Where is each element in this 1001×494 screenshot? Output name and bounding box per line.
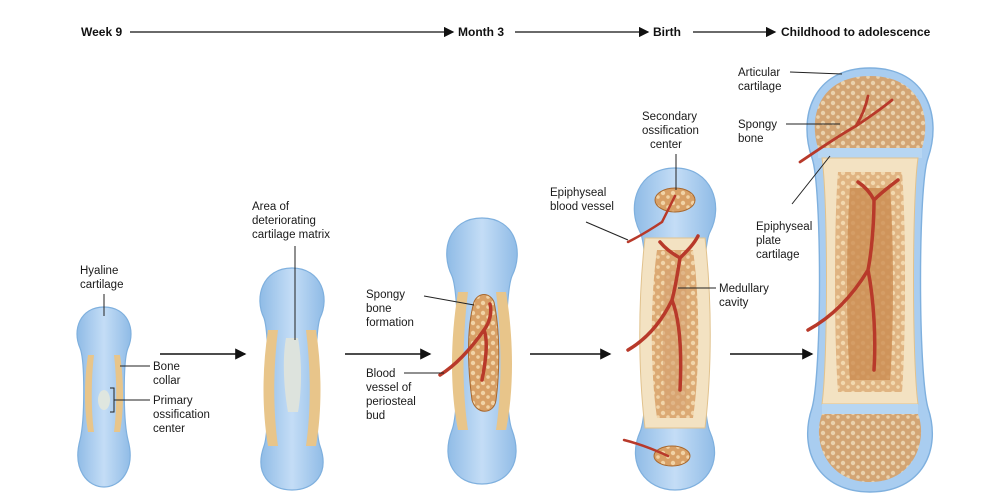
bone-collar-left: [85, 355, 94, 432]
bone-stage-1: [76, 306, 132, 488]
leader-primary-center: [110, 387, 150, 413]
bone-stage-5: [798, 67, 934, 493]
bone-stage-4: [622, 167, 717, 491]
timeline-week9: Week 9: [81, 25, 122, 39]
nutrient-vessel-5: [806, 178, 900, 372]
timeline: Week 9 Month 3 Birth Childhood to adoles…: [81, 25, 931, 39]
leader-lines: [103, 71, 843, 413]
bone-collar-2-right: [306, 330, 321, 446]
label-epiphyseal-plate-cartilage: Epiphyseal plate cartilage: [756, 221, 815, 261]
secondary-ossification-center: [654, 187, 696, 213]
deteriorating-matrix-area: [283, 338, 301, 412]
primary-ossification-center: [98, 390, 110, 410]
label-epiphyseal-blood-vessel: Epiphyseal blood vessel: [550, 187, 614, 213]
label-spongy-bone: Spongy bone: [738, 119, 780, 145]
label-hyaline-cartilage: Hyaline cartilage: [80, 265, 123, 291]
leader-spongy-formation: [423, 295, 475, 306]
bone-collar-right: [114, 355, 123, 432]
leader-epiphyseal-plate: [791, 155, 831, 205]
label-primary-ossification-center: Primary ossification center: [153, 395, 213, 435]
label-periosteal-bud-vessel: Blood vessel of periosteal bud: [366, 368, 419, 422]
bone-collar-3-right: [496, 292, 512, 430]
label-medullary-cavity: Medullary cavity: [719, 283, 772, 309]
epiphyseal-vessel-lower: [622, 438, 670, 458]
leader-articular: [789, 71, 843, 75]
periosteal-bud-vessel: [438, 302, 493, 382]
text-labels: Hyaline cartilage Bone collar Primary os…: [80, 67, 815, 435]
bone-stage-3: [438, 217, 518, 485]
epiphyseal-plate-upper: [818, 148, 922, 158]
leader-epiphyseal-vessel: [585, 221, 629, 241]
label-bone-collar: Bone collar: [153, 361, 183, 387]
timeline-birth: Birth: [653, 25, 681, 39]
timeline-month3: Month 3: [458, 25, 504, 39]
label-spongy-bone-formation: Spongy bone formation: [366, 289, 414, 329]
label-deteriorating-matrix: Area of deteriorating cartilage matrix: [252, 201, 330, 241]
bone-collar-2-left: [263, 330, 278, 446]
epiphyseal-vessel-5: [798, 94, 894, 164]
nutrient-vessel-4: [626, 234, 700, 392]
label-secondary-ossification-center: Secondary ossification center: [642, 111, 702, 151]
spongy-bone-formation: [468, 294, 500, 412]
timeline-childhood: Childhood to adolescence: [781, 25, 931, 39]
bone-stage-2: [259, 267, 325, 491]
proximal-epiphysis-spongy: [814, 76, 926, 148]
epiphyseal-plate-lower: [822, 404, 918, 414]
distal-epiphysis-spongy: [818, 414, 922, 482]
label-articular-cartilage: Articular cartilage: [738, 67, 783, 93]
epiphyseal-vessel-upper: [626, 194, 677, 244]
distal-ossification-center: [653, 445, 691, 467]
